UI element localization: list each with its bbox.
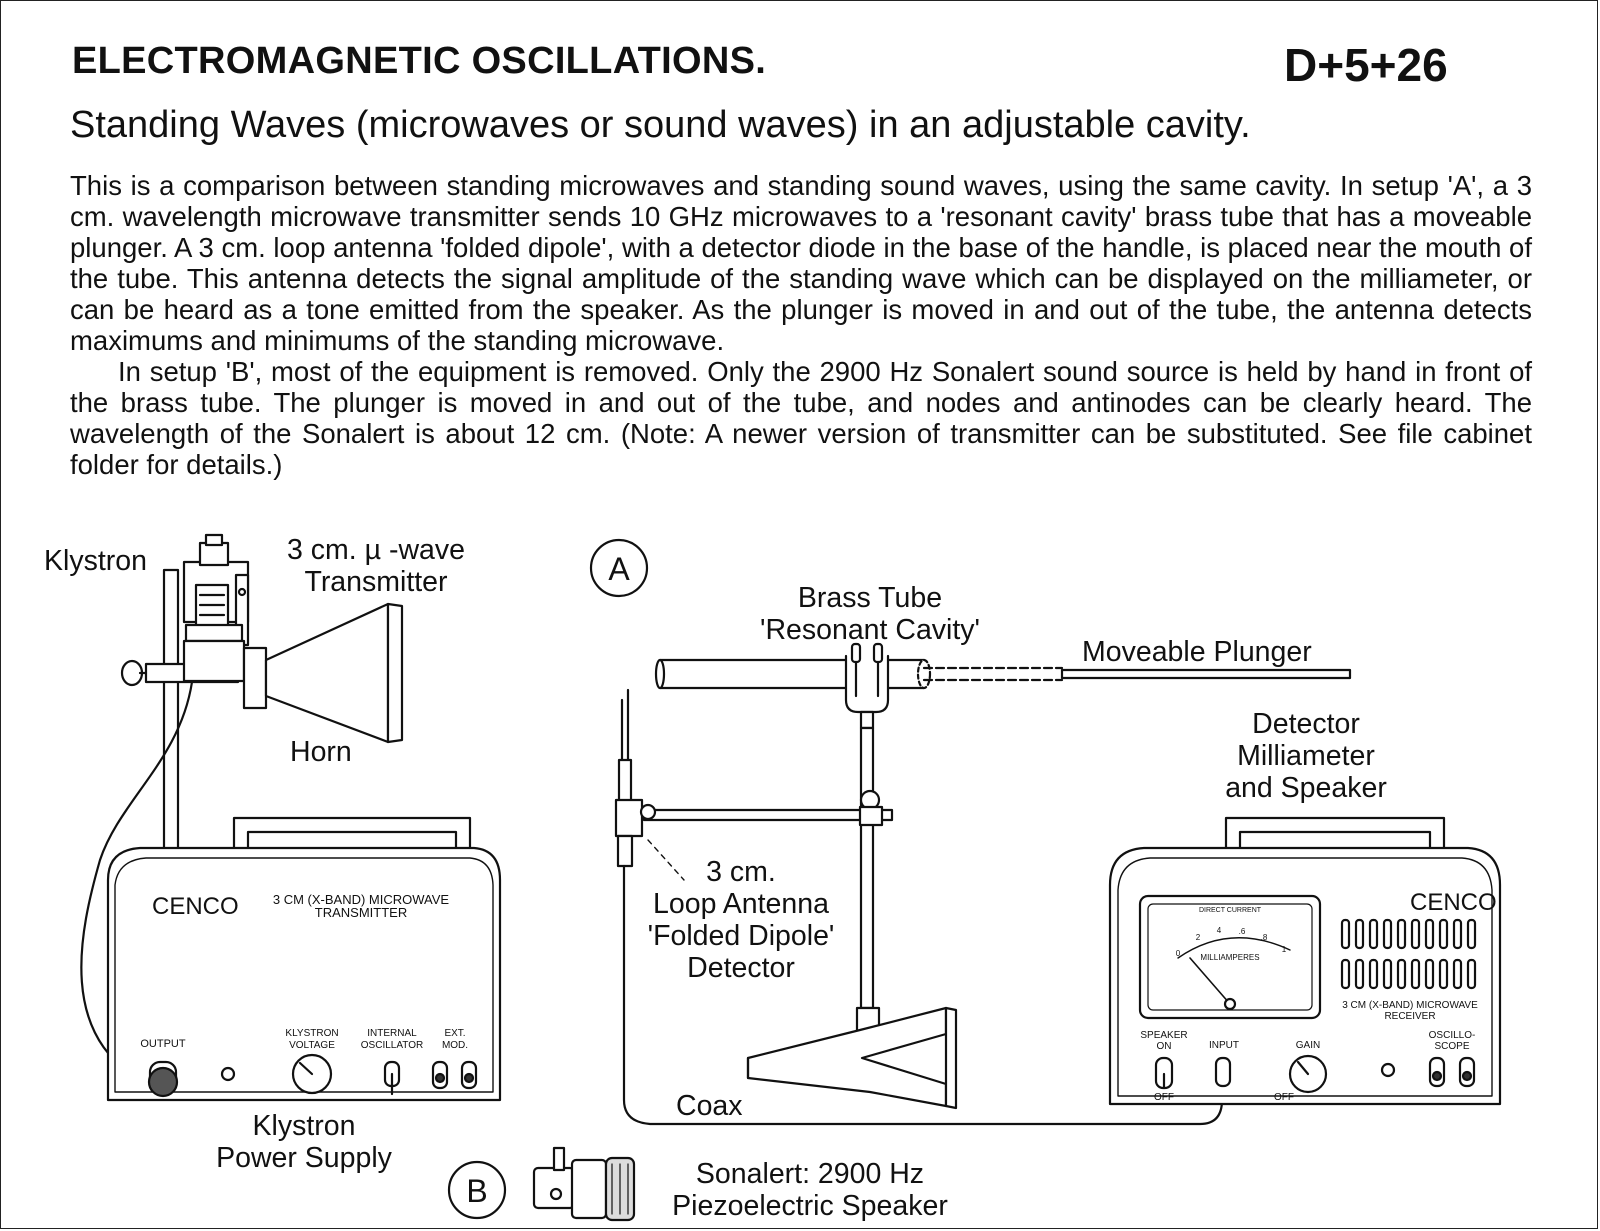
description: This is a comparison between standing mi… [70,170,1532,480]
demo-code: D+5+26 [1284,39,1448,91]
meter-unit-label: MILLIAMPERES [1200,953,1259,962]
brass-tube-label-line-2: 'Resonant Cavity' [760,614,980,646]
transmitter-name-2: TRANSMITTER [315,905,407,920]
antenna-label-line-3: 'Folded Dipole' [647,920,835,952]
coax-label: Coax [676,1090,743,1122]
setup-a-circle [589,538,649,598]
output-label: OUTPUT [140,1038,186,1050]
power-supply-label-line-2: Power Supply [216,1142,392,1174]
oscilloscope-label-1: OSCILLO- [1429,1030,1476,1041]
internal-osc-label-1: INTERNAL [367,1028,417,1039]
antenna-label-line-1: 3 cm. [706,856,776,888]
horn-label: Horn [290,736,352,768]
transmitter-name-1: 3 CM (X-BAND) MICROWAVE [273,892,450,907]
transmitter-label-line-1: 3 cm. µ -wave [287,534,465,566]
transmitter-brand: CENCO [152,893,239,920]
setup-b-label: B [466,1173,487,1209]
antenna-arm [642,789,894,827]
brass-tube-label: Brass Tube 'Resonant Cavity' [738,582,1002,646]
sonalert-label-line-2: Piezoelectric Speaker [672,1190,948,1222]
antenna-label: 3 cm. Loop Antenna 'Folded Dipole' Detec… [630,856,852,984]
meter-tick-2: 2 [1196,933,1201,942]
meter-tick-6: .6 [1239,927,1246,936]
speaker-on-label-2: ON [1157,1041,1172,1052]
meter-top-label: DIRECT CURRENT [1199,907,1262,914]
page-title: ELECTROMAGNETIC OSCILLATIONS. [72,40,767,82]
antenna-label-line-4: Detector [687,952,795,984]
description-paragraph-1: This is a comparison between standing mi… [70,170,1532,356]
meter-tick-1: 1 [1282,945,1287,954]
horn [242,602,404,744]
input-label: INPUT [1209,1040,1239,1051]
power-supply-label-line-1: Klystron [252,1110,356,1142]
ext-mod-label-1: EXT. [444,1028,465,1039]
speaker-grille [1340,918,1477,990]
klystron-label: Klystron [44,545,147,577]
ext-mod-label-2: MOD. [442,1040,468,1051]
plunger-label: Moveable Plunger [1082,636,1312,668]
receiver-name-2: RECEIVER [1384,1011,1435,1022]
transmitter-label: 3 cm. µ -wave Transmitter [276,534,476,598]
receiver-name-1: 3 CM (X-BAND) MICROWAVE [1342,1000,1478,1011]
klystron-voltage-label-2: VOLTAGE [289,1040,335,1051]
ring-stand-rod [162,568,180,852]
support-rod [859,726,875,1010]
meter-tick-8: .8 [1261,933,1268,942]
sonalert [532,1146,636,1222]
detector-label: Detector Milliameter and Speaker [1200,708,1412,804]
oscilloscope-label-2: SCOPE [1434,1041,1469,1052]
description-paragraph-2: In setup 'B', most of the equipment is r… [70,356,1532,480]
receiver-brand: CENCO [1410,889,1497,916]
gain-label: GAIN [1296,1040,1320,1051]
speaker-on-label-1: SPEAKER [1140,1030,1187,1041]
setup-a-label: A [608,551,630,587]
power-supply-label: Klystron Power Supply [198,1110,410,1174]
stand-base [746,1006,958,1110]
tube-clamp [844,642,890,730]
setup-b-circle [447,1160,507,1220]
brass-tube-label-line-1: Brass Tube [797,582,943,614]
detector-label-line-1: Detector [1252,708,1360,740]
detector-label-line-2: Milliameter [1237,740,1375,772]
meter-tick-0: 0 [1176,949,1181,958]
sonalert-label: Sonalert: 2900 Hz Piezoelectric Speaker [650,1158,970,1222]
page-subtitle: Standing Waves (microwaves or sound wave… [70,104,1251,146]
transmitter-box [106,816,502,1102]
loop-antenna [614,688,685,881]
klystron-cable [80,680,194,1087]
speaker-off-label: OFF [1154,1092,1174,1103]
klystron-voltage-label-1: KLYSTRON [285,1028,338,1039]
klystron [182,533,250,683]
detector-label-line-3: and Speaker [1225,772,1387,804]
internal-osc-label-2: OSCILLATOR [361,1040,423,1051]
coax-cable [622,864,1224,1126]
sonalert-label-line-1: Sonalert: 2900 Hz [695,1158,925,1190]
receiver-box [1108,816,1502,1106]
transmitter-label-line-2: Transmitter [304,566,448,598]
meter-tick-4: 4 [1217,926,1222,935]
moveable-plunger [922,666,1352,682]
gain-off-label: OFF [1274,1092,1294,1103]
antenna-label-line-2: Loop Antenna [653,888,829,920]
